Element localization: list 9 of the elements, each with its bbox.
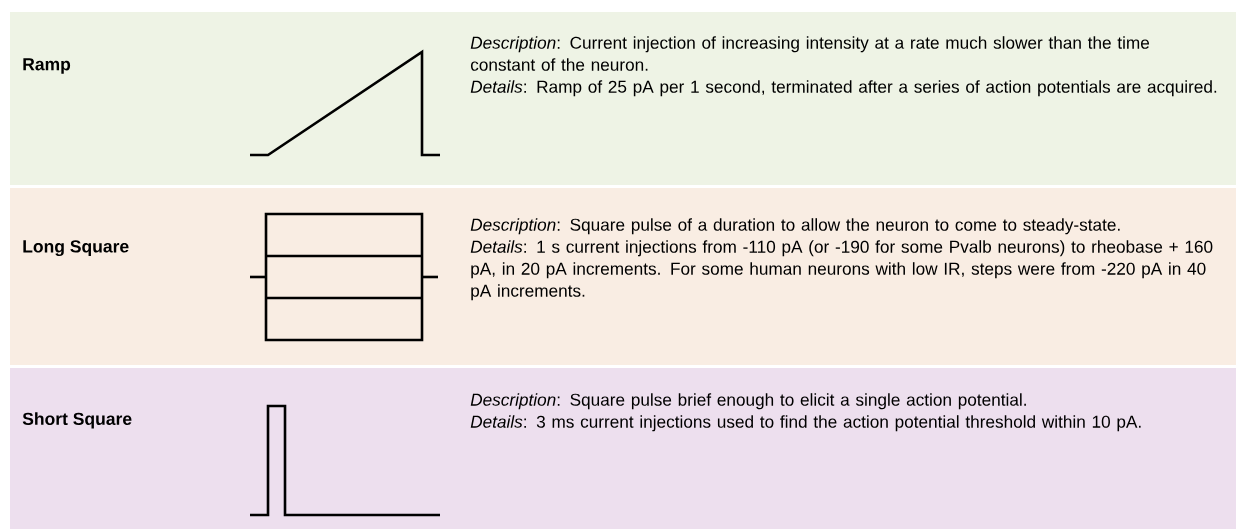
description-text: Description: Current injection of increasing intensity at a rate much slower than the time constant of the neuron.	[470, 36, 1150, 71]
details-text: Details: 3 ms current injections used to find the action potential threshold within 10 pA.	[470, 415, 1141, 432]
description-text: Description: Square pulse of a duration to allow the neuron to come to steady-state.	[470, 218, 1120, 235]
row-title: Short Square	[22, 412, 132, 429]
details-text: Details: 1 s current injections from -110 pA (or -190 for some Pvalb neurons) to rheobase + 160 pA, in 20 pA increments. For some human neurons with low IR, steps were from -220 pA in 40 pA increments.	[470, 240, 1213, 301]
description-text: Description: Square pulse brief enough to elicit a single action potential.	[470, 393, 1026, 410]
row-title: Long Square	[23, 240, 129, 257]
row-title: Ramp	[23, 58, 71, 74]
details-text: Details: Ramp of 25 pA per 1 second, terminated after a series of action potentials are acquired.	[470, 80, 1217, 97]
